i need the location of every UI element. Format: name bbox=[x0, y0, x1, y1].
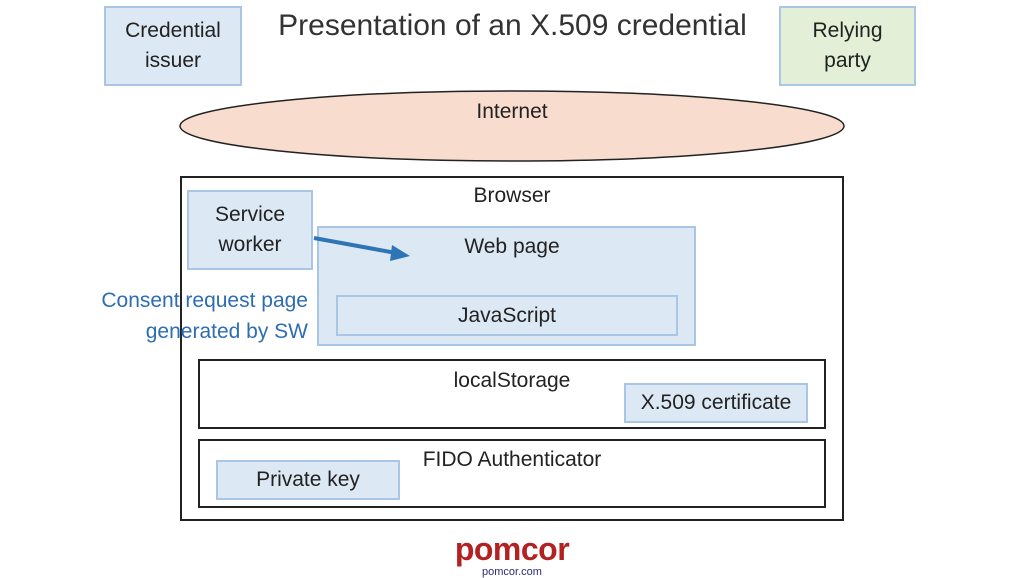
private-key-box: Private key bbox=[216, 460, 400, 500]
credential-issuer-line2: issuer bbox=[144, 49, 202, 72]
consent-note: Consent request page generated by SW bbox=[40, 285, 308, 349]
credential-issuer-box: Credential issuer bbox=[104, 6, 242, 86]
relying-party-line1: Relying bbox=[812, 19, 883, 42]
logo-wordmark: pomcor bbox=[454, 531, 570, 567]
service-worker-line1: Service bbox=[214, 203, 286, 226]
local-storage-label: localStorage bbox=[453, 369, 571, 392]
slide-title: Presentation of an X.509 credential bbox=[278, 9, 747, 42]
consent-note-line2: generated by SW bbox=[145, 320, 308, 343]
internet-ellipse bbox=[179, 90, 845, 162]
internet-label: Internet bbox=[476, 100, 548, 123]
fido-authenticator-label: FIDO Authenticator bbox=[422, 448, 602, 471]
javascript-box: JavaScript bbox=[336, 295, 678, 336]
service-worker-box: Service worker bbox=[187, 190, 313, 270]
x509-certificate-box: X.509 certificate bbox=[624, 383, 808, 423]
arrow-sw-to-webpage bbox=[313, 236, 410, 261]
relying-party-line2: party bbox=[824, 49, 871, 72]
relying-party-box: Relying party bbox=[779, 6, 916, 86]
logo-url: pomcor.com bbox=[482, 566, 542, 578]
pomcor-logo: pomcor pomcor.com bbox=[442, 531, 582, 578]
credential-issuer-line1: Credential bbox=[125, 19, 221, 42]
web-page-label: Web page bbox=[464, 235, 560, 258]
consent-note-line1: Consent request page bbox=[101, 289, 308, 312]
browser-label: Browser bbox=[473, 184, 551, 207]
service-worker-line2: worker bbox=[218, 233, 282, 256]
